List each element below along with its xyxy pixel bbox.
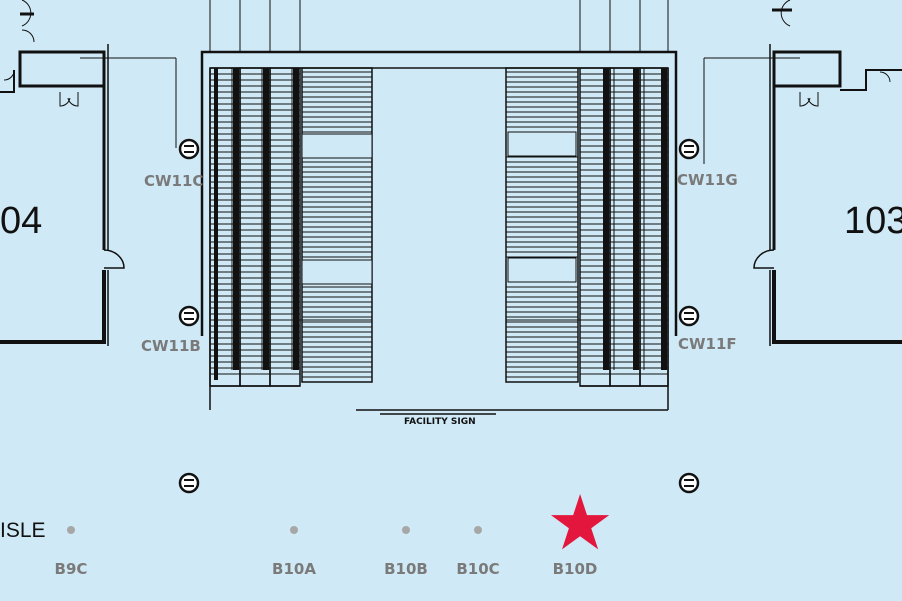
- column-icon: [678, 472, 700, 494]
- column-icon: [678, 305, 700, 327]
- room-number-left: 04: [0, 200, 43, 242]
- stair-right: [505, 67, 579, 383]
- bay-dot: [67, 526, 75, 534]
- bay-dot: [402, 526, 410, 534]
- bay-b10d[interactable]: B10D: [545, 526, 605, 578]
- stair-left: [301, 67, 373, 383]
- bay-b10b[interactable]: B10B: [376, 526, 436, 578]
- stair-right-landing: [507, 257, 577, 283]
- bay-b9c[interactable]: B9C: [41, 526, 101, 578]
- bay-label: B10D: [552, 560, 598, 578]
- room-right-walls: [703, 0, 902, 346]
- column-label-cw11b: CW11B: [141, 337, 201, 355]
- bay-label: B9C: [54, 560, 88, 578]
- bay-label: B10A: [272, 560, 316, 578]
- column-markers: [178, 138, 700, 494]
- stair-left-landing: [301, 133, 373, 159]
- bay-label: B10C: [456, 560, 500, 578]
- room-number-right: 103: [844, 200, 902, 242]
- column-icon: [678, 138, 700, 160]
- bay-dot: [290, 526, 298, 534]
- riser-lines: [209, 0, 669, 52]
- stair-left-landing: [301, 259, 373, 285]
- bay-b10a[interactable]: B10A: [264, 526, 324, 578]
- bay-label: B10B: [384, 560, 428, 578]
- column-label-cw11f: CW11F: [678, 335, 737, 353]
- star-icon[interactable]: ★: [546, 481, 615, 566]
- bay-b10c[interactable]: B10C: [448, 526, 508, 578]
- facility-sign-label: FACILITY SIGN: [404, 417, 476, 427]
- column-label-cw11c: CW11C: [144, 172, 204, 190]
- room-left-walls: [0, 0, 177, 346]
- bay-dot: [474, 526, 482, 534]
- aisle-label: ISLE: [0, 519, 46, 542]
- stair-right-landing: [507, 131, 577, 157]
- column-icon: [178, 138, 200, 160]
- column-label-cw11g: CW11G: [677, 171, 738, 189]
- column-icon: [178, 305, 200, 327]
- column-icon: [178, 472, 200, 494]
